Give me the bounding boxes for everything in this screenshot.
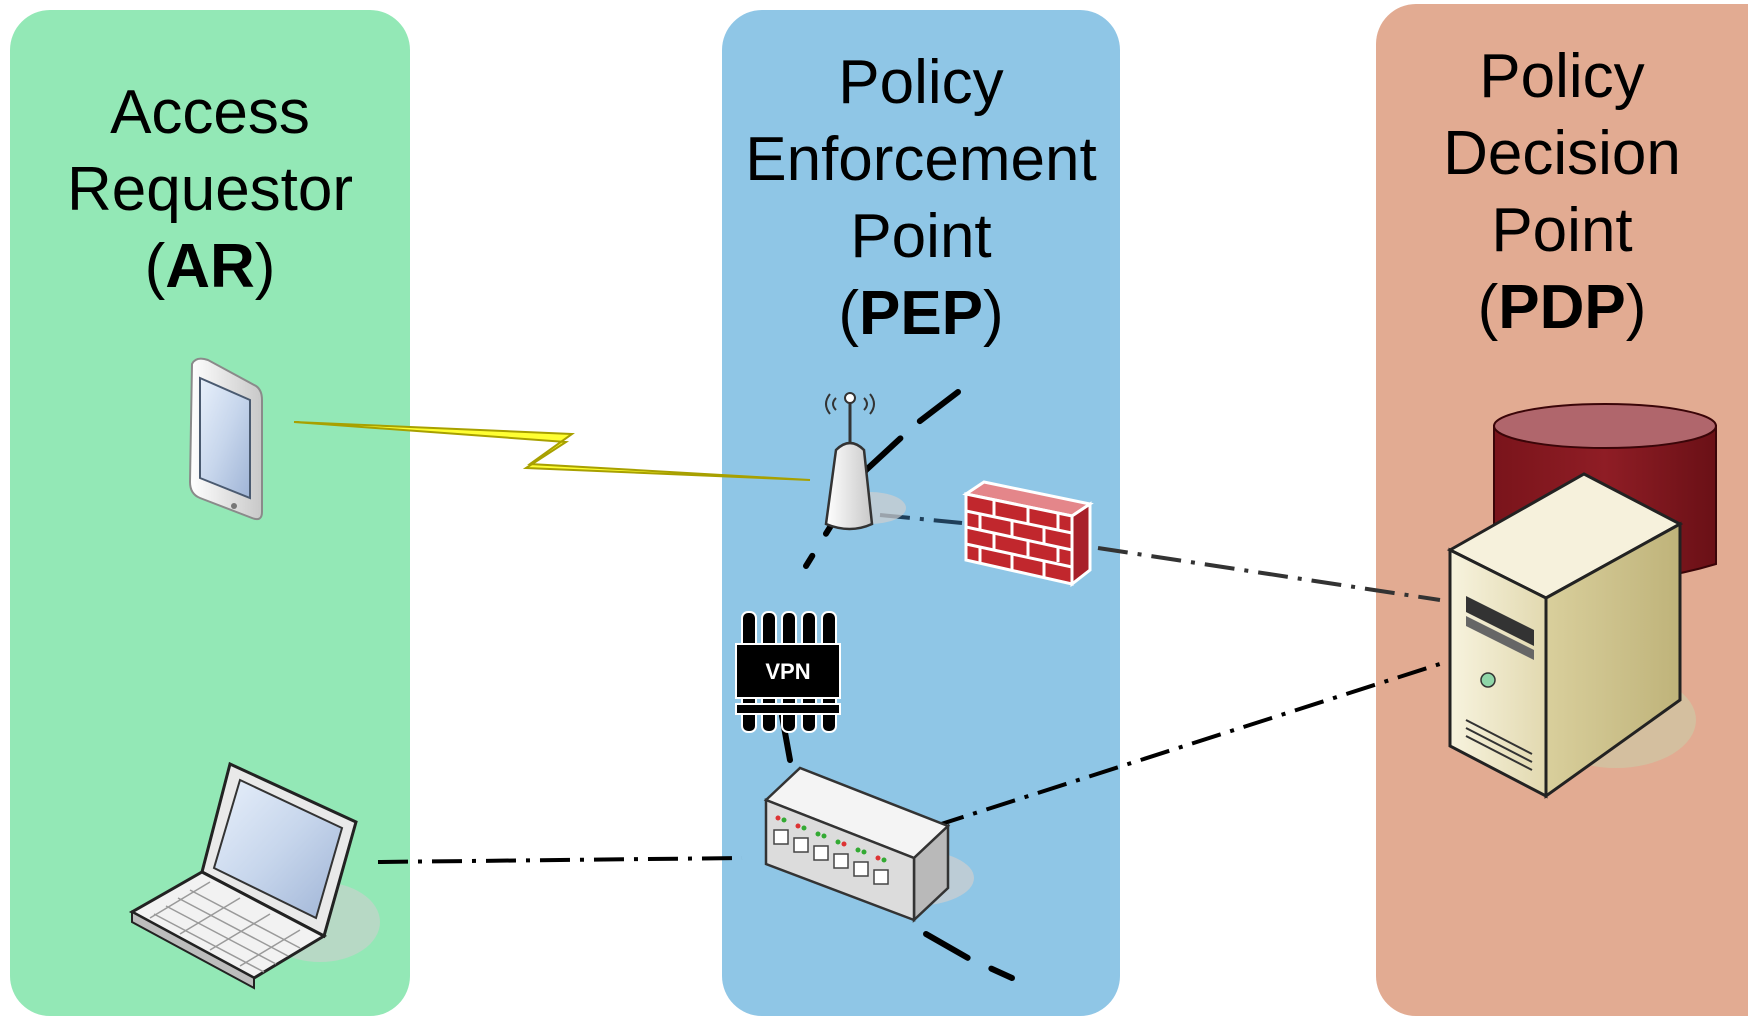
- title-abbreviation: AR: [165, 232, 255, 301]
- tablet-icon: [188, 357, 263, 521]
- title-line: Requestor: [66, 155, 354, 224]
- title-line: Decision: [1443, 119, 1681, 188]
- link-switch-server: [934, 660, 1447, 828]
- firewall-icon: [962, 480, 1094, 588]
- title-line: Point: [850, 202, 992, 271]
- title-abbreviation: PDP: [1498, 273, 1626, 342]
- title-line: Enforcement: [745, 125, 1097, 194]
- title-line: Point: [1491, 196, 1633, 265]
- connection-lines: [377, 513, 1447, 864]
- title-line: Policy: [838, 48, 1004, 117]
- link-laptop-switch: [377, 856, 743, 864]
- access-requestor-title: Access Requestor (AR): [10, 74, 410, 305]
- policy-decision-point-title: Policy Decision Point (PDP): [1376, 38, 1748, 346]
- title-abbreviation: PEP: [858, 279, 984, 348]
- network-switch-icon: [763, 766, 974, 923]
- server-icon: [1446, 472, 1696, 799]
- link-firewall-server: [1097, 546, 1441, 602]
- wireless-link-bolt: [293, 421, 811, 481]
- title-line: Access: [110, 78, 310, 147]
- wireless-access-point-icon: [824, 392, 906, 531]
- vpn-gateway-icon: VPN: [735, 611, 841, 733]
- laptop-icon: [128, 761, 380, 990]
- title-line: Policy: [1479, 42, 1645, 111]
- policy-enforcement-point-title: Policy Enforcement Point (PEP): [722, 44, 1120, 352]
- vpn-label: VPN: [765, 659, 810, 684]
